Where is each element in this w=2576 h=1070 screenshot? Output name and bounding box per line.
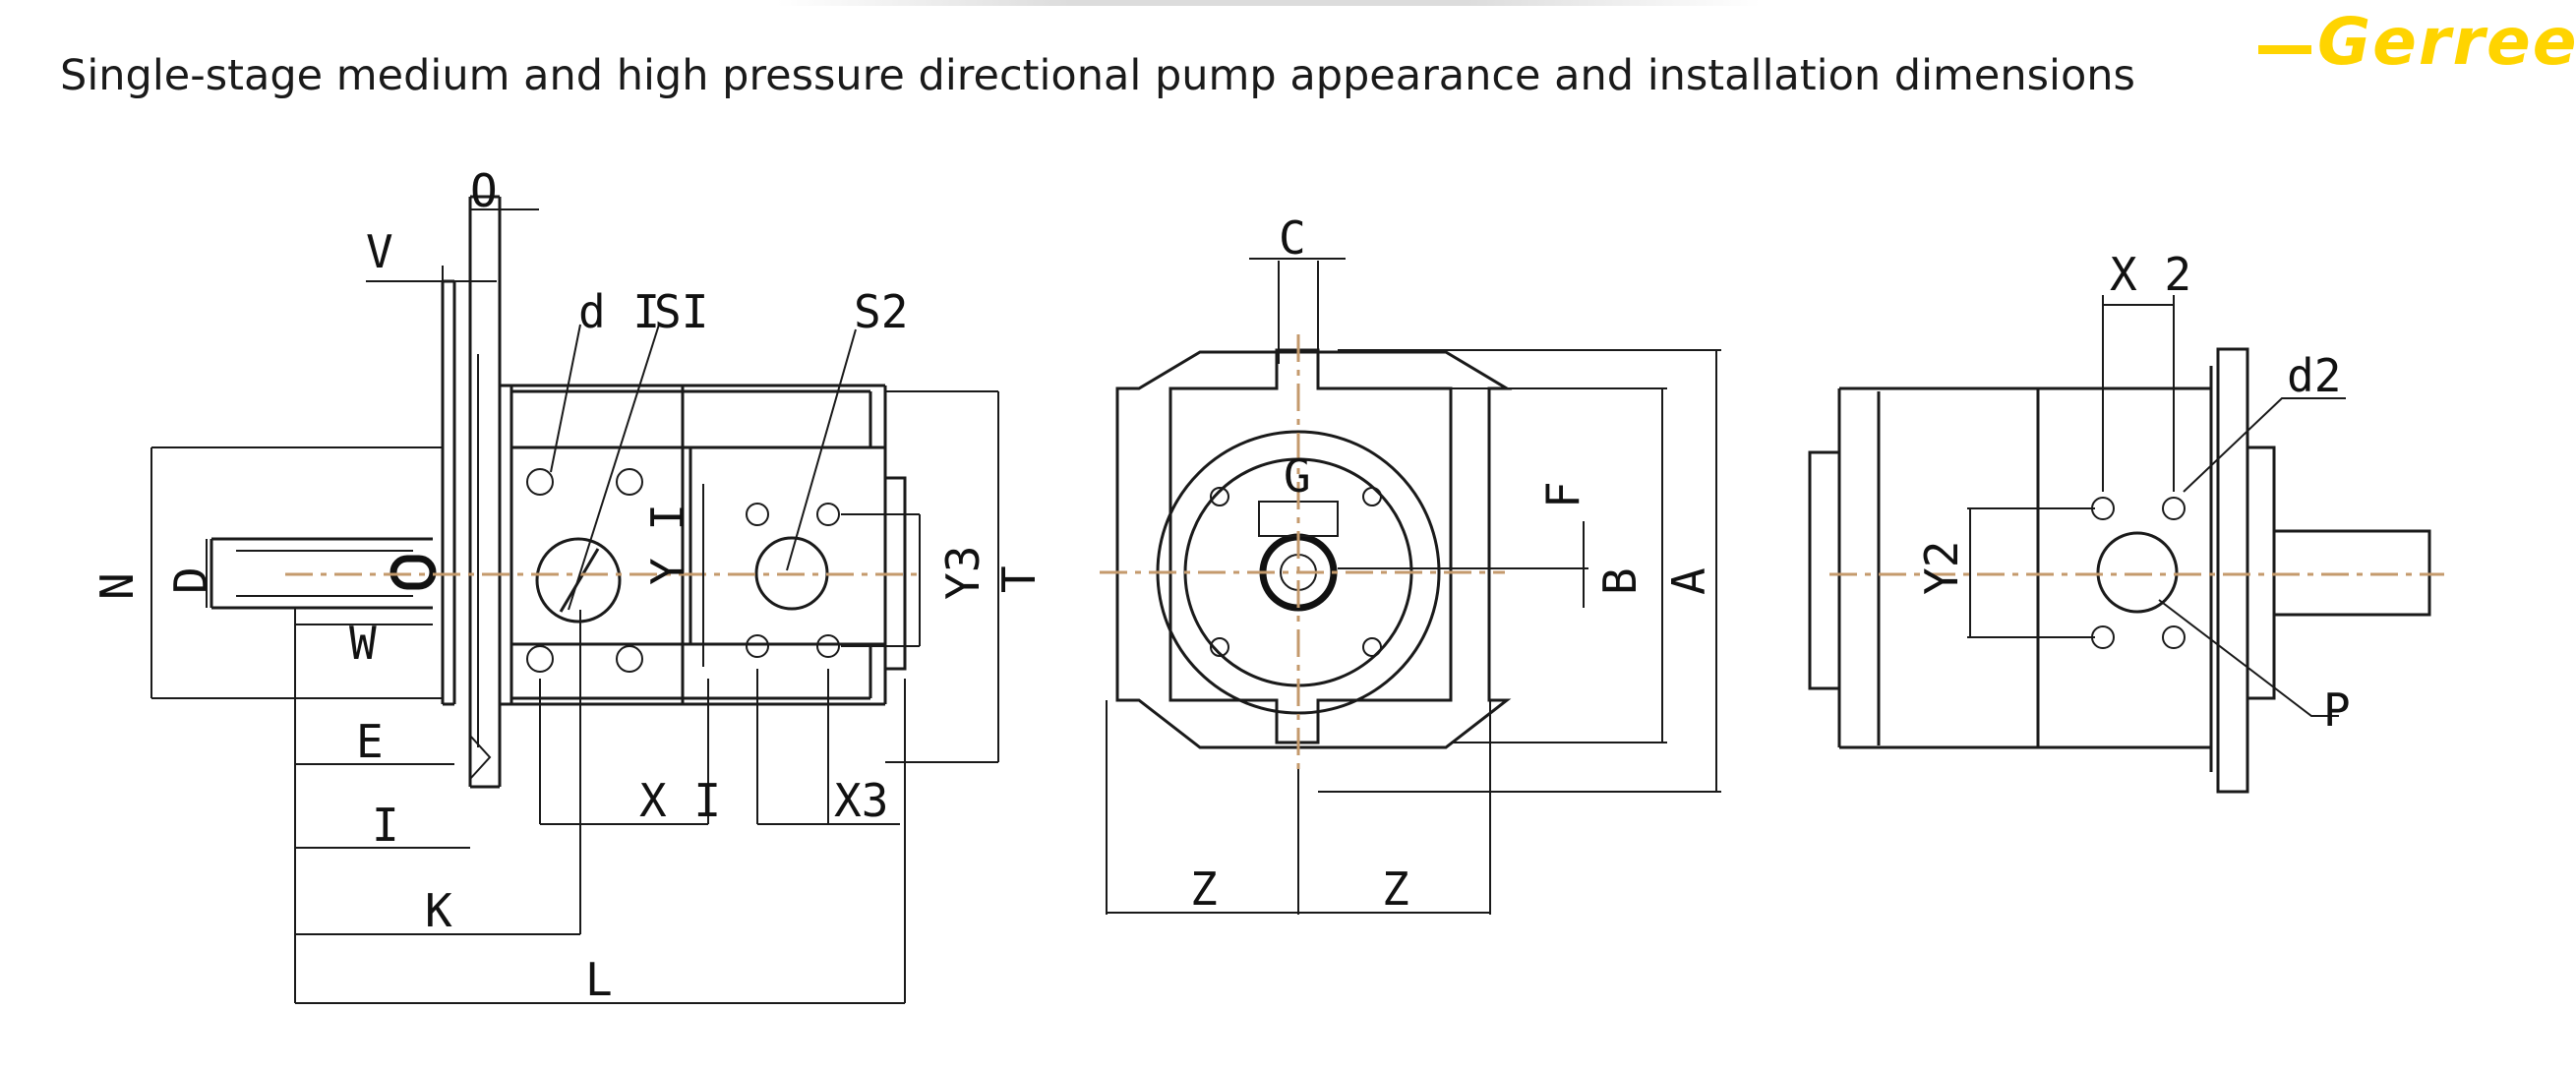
s2-hole-tl	[746, 503, 769, 526]
rear-step	[869, 391, 885, 698]
dim-k	[295, 610, 581, 935]
label-i: I	[372, 799, 399, 852]
label-x3: X3	[834, 774, 888, 827]
label-k: K	[425, 884, 452, 937]
label-b: B	[1593, 567, 1647, 595]
page-title: Single-stage medium and high pressure di…	[60, 51, 2135, 100]
front-bolt-1	[1210, 487, 1229, 506]
d1-hole-tl	[526, 468, 554, 496]
front-bolt-4	[1362, 637, 1382, 657]
d2-hole-tr	[2162, 497, 2186, 520]
leader-s1	[568, 324, 660, 611]
label-w: W	[349, 617, 377, 670]
dim-c	[1249, 258, 1346, 364]
d1-hole-tr	[616, 468, 643, 496]
dim-l	[295, 679, 906, 1004]
dim-y3	[841, 513, 921, 647]
body-edge	[511, 386, 887, 704]
rear-view	[1808, 295, 2444, 794]
leader-p	[2158, 599, 2339, 717]
label-v: V	[366, 225, 393, 278]
label-e: E	[356, 715, 384, 768]
label-y2: Y2	[1915, 541, 1968, 595]
s2-hole-tr	[816, 503, 840, 526]
mid-lines	[509, 447, 692, 644]
label-t: T	[992, 565, 1046, 593]
front-bolt-3	[1210, 637, 1229, 657]
label-d1: d I	[578, 285, 660, 338]
d2-hole-br	[2162, 625, 2186, 649]
label-c: C	[1279, 211, 1306, 265]
label-l: L	[585, 953, 613, 1006]
dim-n	[150, 446, 443, 699]
s1-arrow	[559, 548, 600, 613]
front-key	[1258, 501, 1339, 537]
dim-v	[366, 266, 497, 282]
label-d: D	[164, 566, 217, 594]
front-centerlines	[1100, 334, 1505, 777]
label-y3: Y3	[936, 546, 989, 600]
front-bolt-2	[1362, 487, 1382, 506]
flange-left	[441, 279, 456, 706]
rear-cap-left	[1808, 450, 1839, 690]
rear-port	[2096, 531, 2179, 614]
rear-cap	[885, 476, 907, 671]
brand-logo: Gerreen	[2258, 10, 2576, 75]
rear-body	[1837, 386, 2211, 749]
dim-x3	[756, 669, 900, 825]
dim-x1	[539, 679, 709, 825]
s2-hole-br	[816, 634, 840, 658]
dim-y2	[1967, 507, 2095, 638]
leader-d2	[2183, 397, 2346, 493]
dim-b	[1338, 521, 1588, 608]
front-flange	[1168, 348, 1453, 744]
flange-mark	[469, 735, 492, 780]
dim-o	[470, 197, 539, 210]
label-s2: S2	[854, 285, 908, 338]
front-view	[1100, 258, 1721, 915]
label-p: P	[2323, 684, 2351, 737]
shaft-key-slot	[389, 555, 437, 590]
rear-flange	[2216, 347, 2249, 794]
rear-split	[2036, 366, 2213, 772]
label-d2: d2	[2287, 349, 2341, 402]
dim-a	[1318, 349, 1721, 793]
logo-wordmark: Gerreen	[2317, 4, 2576, 80]
front-body	[1115, 350, 1513, 749]
leader-s2	[786, 328, 857, 571]
label-z-right: Z	[1382, 862, 1409, 916]
dim-z	[1106, 700, 1491, 915]
label-x1: X I	[639, 774, 721, 827]
port-lines	[511, 446, 885, 646]
dim-t	[885, 390, 999, 763]
leader-d1	[550, 324, 581, 473]
side-view	[150, 195, 999, 1004]
flange-plate	[468, 195, 502, 789]
top-rule	[777, 0, 1761, 6]
label-f: F	[1536, 481, 1589, 508]
label-s1: SI	[654, 285, 708, 338]
s2-hole-bl	[746, 634, 769, 658]
label-z-left: Z	[1190, 862, 1218, 916]
label-n: N	[90, 572, 144, 600]
label-x2: X 2	[2110, 248, 2191, 301]
label-a: A	[1662, 567, 1715, 595]
shaft	[210, 537, 433, 610]
label-g: G	[1284, 449, 1311, 503]
d2-hole-bl	[2091, 625, 2115, 649]
dim-x2	[2102, 295, 2175, 492]
d1-hole-br	[616, 645, 643, 673]
shaft-key	[236, 550, 413, 597]
d2-hole-tl	[2091, 497, 2115, 520]
dim-e	[294, 608, 454, 1003]
label-y1: Y I	[641, 504, 694, 585]
label-o: O	[470, 164, 498, 217]
dim-t2	[1451, 387, 1667, 743]
s1-port	[535, 537, 622, 624]
d1-hole-bl	[526, 645, 554, 673]
logo-bar	[2258, 45, 2311, 54]
